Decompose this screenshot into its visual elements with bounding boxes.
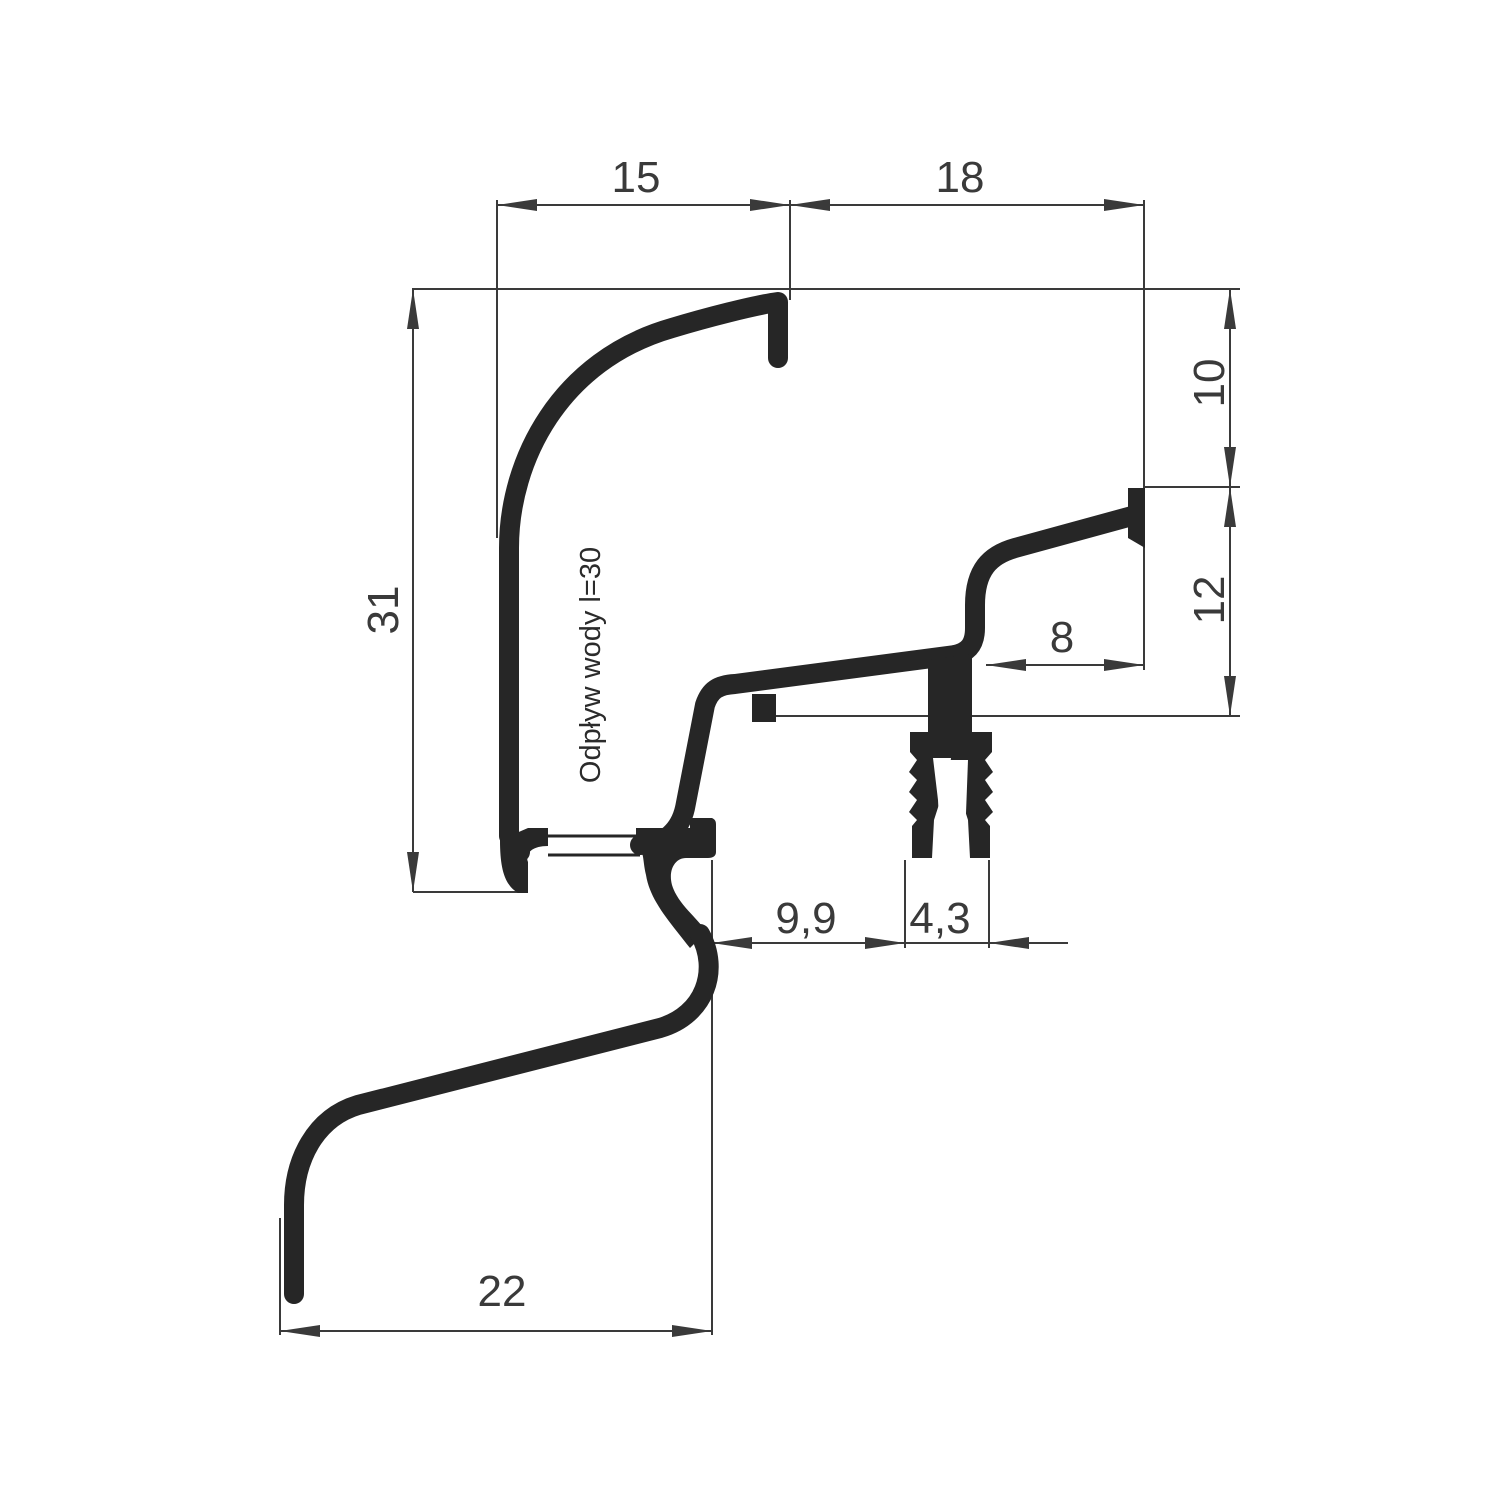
dimension-lines [279,199,1240,1337]
dim-18-label: 18 [936,153,985,202]
water-drainage-note: Odpływ wody l=30 [575,547,607,783]
lower-s-curve [284,924,719,1304]
dim-15-label: 15 [612,153,661,202]
aluminium-profile [284,292,1145,1304]
upper-cover-arc [499,292,788,862]
dim-12-label: 12 [1185,576,1234,625]
right-end-tab [1128,488,1145,548]
dim-9-9-label: 9,9 [775,894,836,943]
dim-22-label: 22 [478,1267,527,1316]
inner-body [630,645,965,855]
joint-block [636,818,716,948]
dim-4-3-label: 4,3 [909,894,970,943]
dim-31-label: 31 [359,586,408,635]
dim-8-label: 8 [1050,613,1074,662]
clip-stem [928,654,972,735]
barbed-clip [909,732,993,858]
right-arm [945,506,1142,665]
shelf-tab [752,694,776,722]
lower-left-lip [500,828,548,893]
dim-10-label: 10 [1185,359,1234,408]
